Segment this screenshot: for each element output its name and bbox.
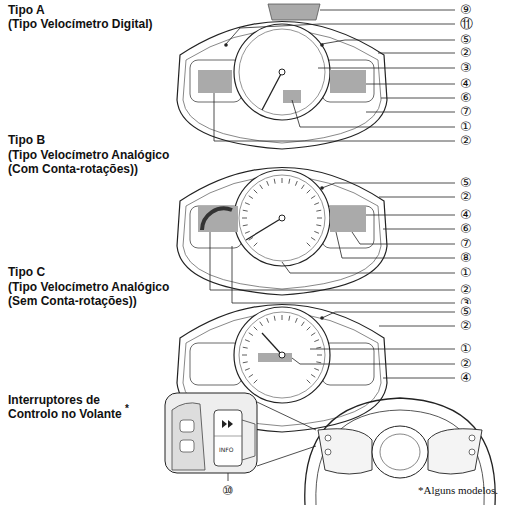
switch-label: INFO bbox=[219, 446, 233, 453]
callout-number: ⑧ bbox=[459, 250, 473, 266]
callout-number: ⑪ bbox=[459, 16, 474, 32]
callout-number: ③ bbox=[459, 60, 473, 76]
callout-number: ⑥ bbox=[459, 221, 473, 237]
type-subheading: (Tipo Velocímetro Analógico (Com Conta-r… bbox=[8, 148, 188, 176]
callout-number: ④ bbox=[459, 370, 473, 386]
callout-number: ② bbox=[459, 133, 473, 149]
callout-number: ② bbox=[459, 189, 473, 205]
callout-number: ② bbox=[459, 318, 473, 334]
callout-number: ① bbox=[459, 341, 473, 357]
steering-switch-inset bbox=[165, 393, 316, 473]
type-subheading: (Tipo Velocímetro Digital) bbox=[8, 17, 188, 31]
type-heading: Tipo C bbox=[8, 265, 45, 279]
callout-number: ② bbox=[459, 45, 473, 61]
footnote: *Alguns modelos. bbox=[418, 484, 498, 497]
cluster-type-b bbox=[177, 168, 387, 296]
callout-number: ① bbox=[459, 265, 473, 281]
callout-number: ⑩ bbox=[221, 483, 235, 499]
section-heading: Interruptores de Controlo no Volante bbox=[8, 393, 138, 421]
footnote-mark: * bbox=[125, 404, 129, 414]
type-heading: Tipo A bbox=[8, 3, 45, 17]
type-subheading: (Tipo Velocímetro Analógico (Sem Conta-r… bbox=[8, 280, 188, 308]
type-heading: Tipo B bbox=[8, 133, 45, 147]
callout-number: ⑦ bbox=[459, 104, 473, 120]
